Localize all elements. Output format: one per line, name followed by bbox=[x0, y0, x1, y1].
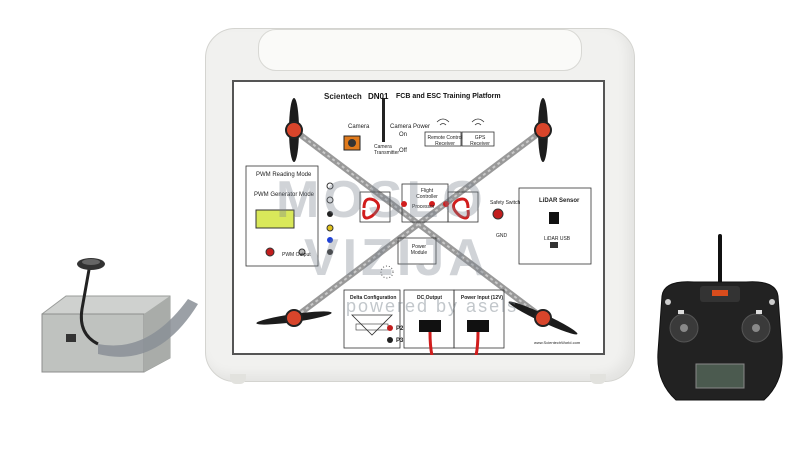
camera-antenna bbox=[382, 98, 385, 142]
processor-label: Processor bbox=[412, 204, 435, 210]
lcd-display bbox=[255, 209, 295, 229]
pwm-generator-label: PWM Generator Mode bbox=[254, 192, 315, 198]
watermark-line-2: VIZIJA bbox=[304, 229, 490, 287]
watermark-line-3: powered by asels bbox=[346, 296, 519, 316]
camera-transmitter-label: Camera Transmitter bbox=[374, 144, 400, 156]
power-input-label: Power Input (12V) bbox=[460, 295, 504, 301]
lidar-sensor-label: LiDAR Sensor bbox=[539, 198, 580, 204]
flight-controller-label: Flight Controller bbox=[416, 188, 438, 200]
camera-off-label: Off bbox=[399, 148, 407, 154]
case-foot-right bbox=[590, 374, 606, 384]
p2-label: P2 bbox=[396, 326, 404, 332]
panel-drawing bbox=[245, 98, 592, 355]
lidar-usb-label: LiDAR USB bbox=[544, 236, 571, 242]
rc-receiver-label: Remote Control Receiver bbox=[427, 135, 463, 147]
transmitter-screen bbox=[695, 363, 745, 389]
model-label: DN01 bbox=[368, 92, 389, 101]
camera-power-label: Camera Power bbox=[390, 124, 431, 130]
pwm-reading-label: PWM Reading Mode bbox=[256, 172, 312, 178]
platform-title: FCB and ESC Training Platform bbox=[396, 93, 501, 100]
safety-switch-label: Safety Switch bbox=[490, 200, 521, 206]
camera-on-label: On bbox=[399, 132, 408, 138]
gps-battery-box bbox=[38, 258, 198, 373]
gnd-label: GND bbox=[496, 233, 508, 239]
website-label: www.ScientechWorld.com bbox=[534, 340, 581, 345]
case-foot-left bbox=[230, 374, 246, 384]
gps-receiver-label: GPS Receiver bbox=[470, 135, 490, 147]
dc-output-label: DC Output bbox=[417, 295, 442, 301]
camera-label: Camera bbox=[348, 124, 370, 130]
delta-config-label: Delta Configuration bbox=[350, 295, 397, 301]
p3-label: P3 bbox=[396, 338, 404, 344]
watermark-line-1: MOSLO bbox=[276, 171, 487, 229]
power-module-label: Power Module bbox=[410, 244, 428, 256]
rc-transmitter bbox=[654, 232, 786, 404]
case-handle bbox=[258, 29, 582, 71]
brand-logo-text: Scientech bbox=[324, 92, 362, 101]
pwm-output-label: PWM Output bbox=[282, 252, 311, 258]
training-panel: Scientech DN01 FCB and ESC Training Plat… bbox=[232, 80, 605, 355]
